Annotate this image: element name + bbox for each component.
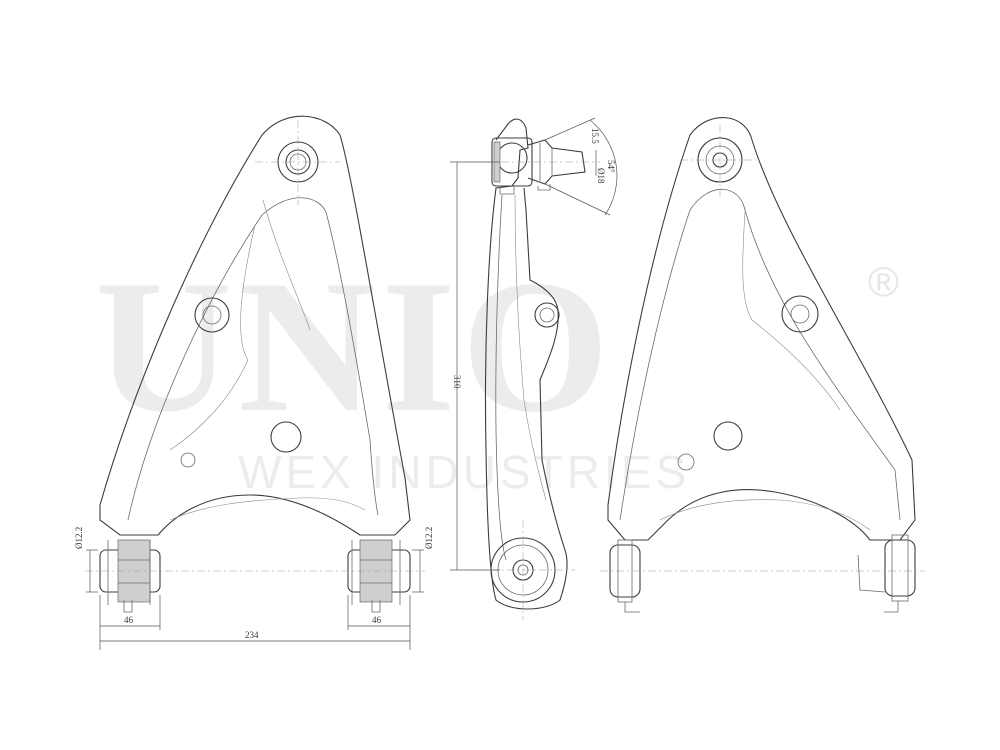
dim-bushing-width-right: 46 <box>372 615 382 625</box>
ball-joint <box>491 137 586 195</box>
right-view-arm <box>600 117 925 613</box>
dim-balljoint-offset: 15.5 <box>590 128 600 144</box>
left-view-arm <box>85 115 425 613</box>
dim-balljoint-diameter: Ø18 <box>596 168 606 184</box>
middle-view-dimensions: 310 15.5 Ø18 54° <box>450 117 618 571</box>
left-bushing-right-view <box>609 539 641 613</box>
dim-overall-width: 234 <box>245 630 259 640</box>
dim-bushing-diameter-right: Ø12.2 <box>424 527 434 549</box>
dim-bushing-width-left: 46 <box>124 615 134 625</box>
left-view-dimensions: Ø12.2 Ø12.2 46 46 234 <box>74 527 434 650</box>
dim-height: 310 <box>452 375 462 389</box>
watermark: UNIO ® WEX INDUSTRIES <box>95 242 899 498</box>
dim-bushing-diameter-left: Ø12.2 <box>74 527 84 549</box>
watermark-brand: UNIO <box>95 242 615 452</box>
dim-taper-angle: 54° <box>606 160 616 173</box>
right-bushing-right-view <box>857 534 916 613</box>
right-bushing-left-view <box>347 539 411 613</box>
left-bushing-left <box>99 539 161 613</box>
watermark-registered-mark: ® <box>868 258 899 305</box>
watermark-company: WEX INDUSTRIES <box>238 446 690 498</box>
